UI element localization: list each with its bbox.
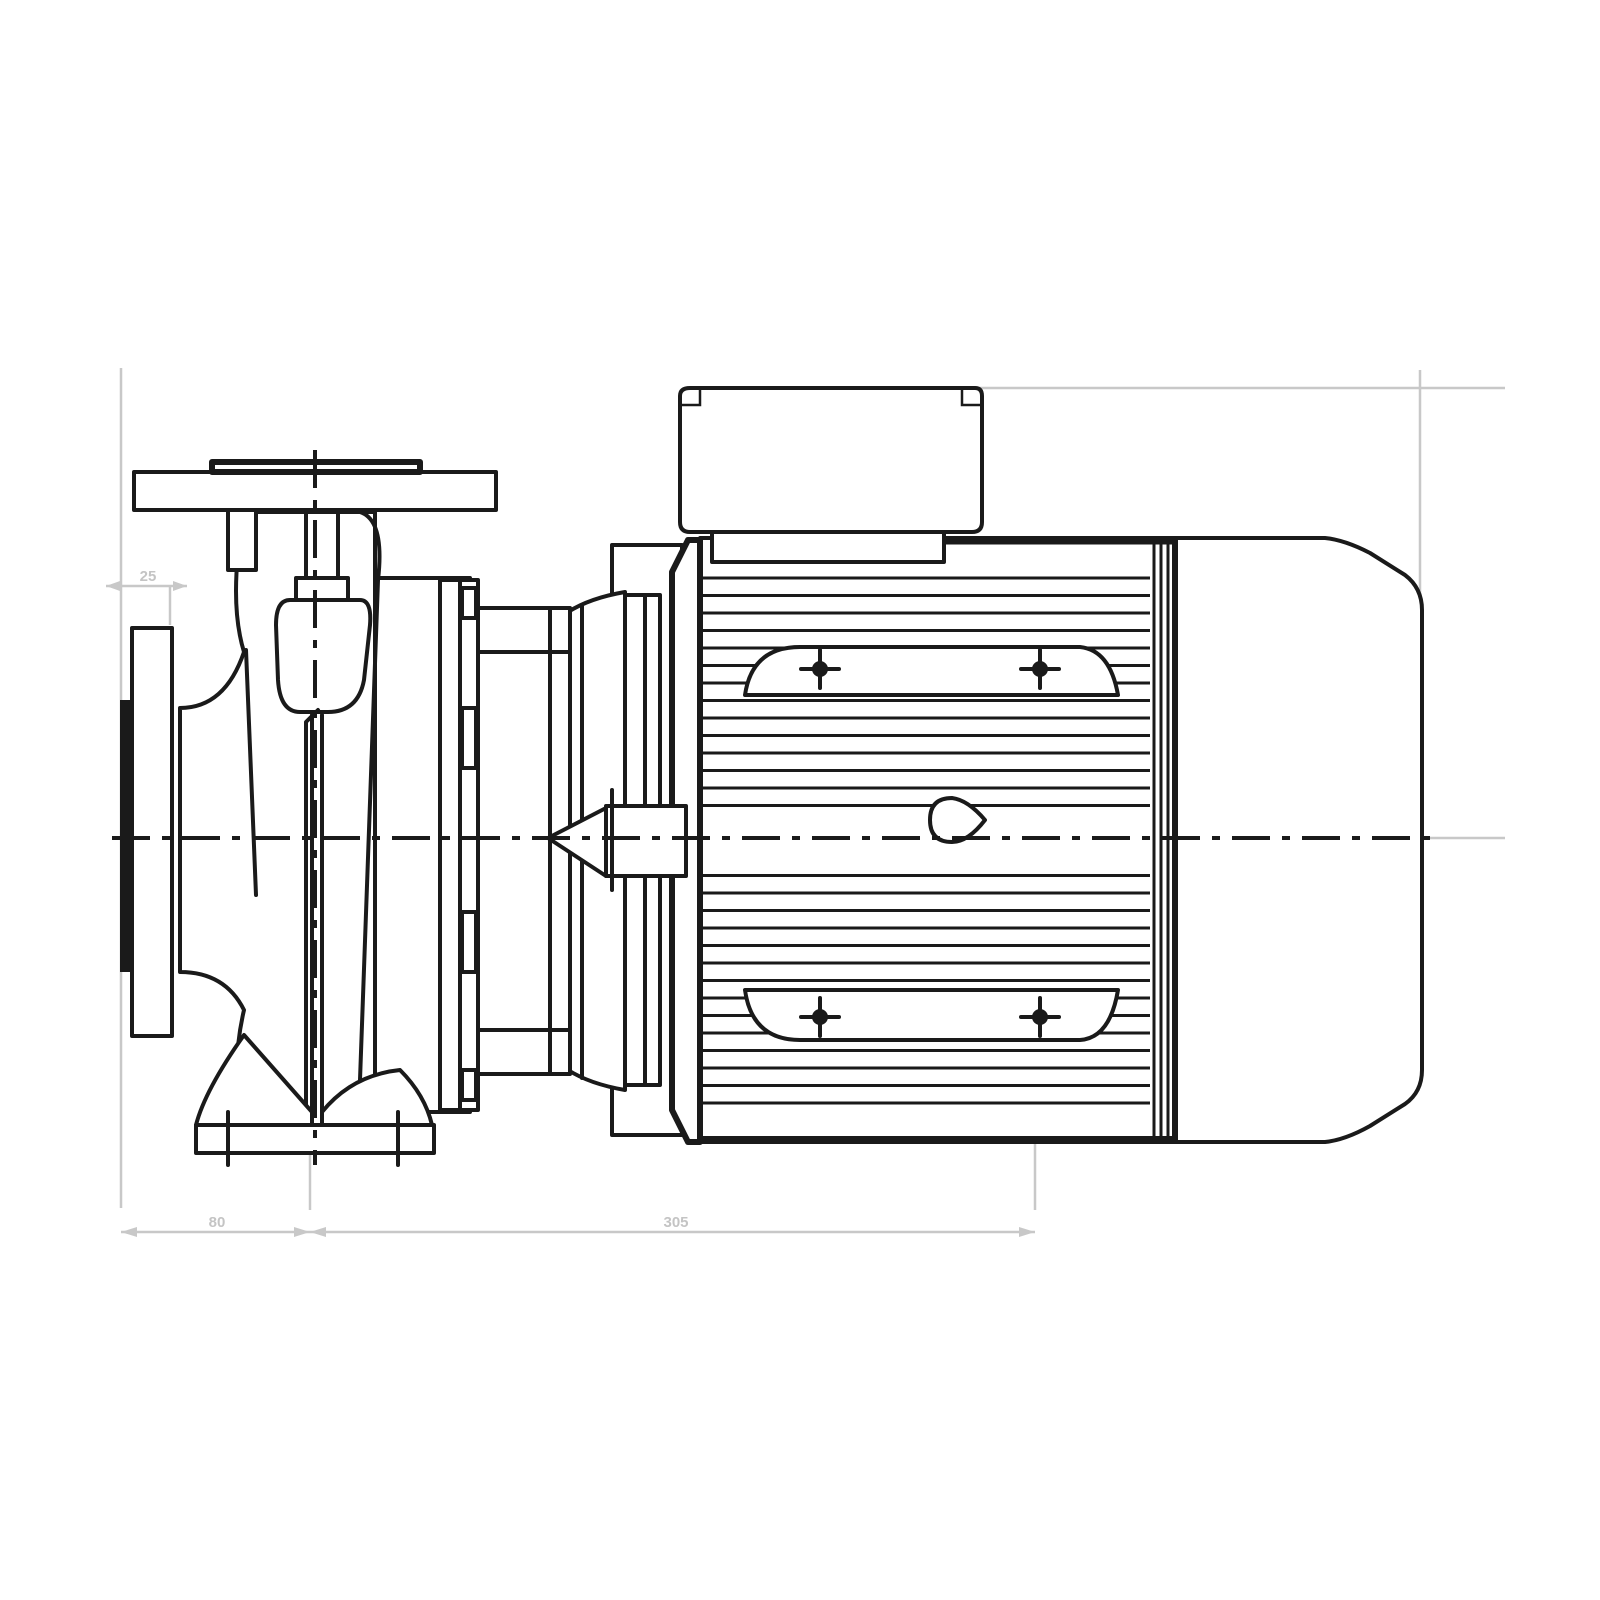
- suction-flange: [120, 626, 174, 1038]
- impeller: [274, 510, 373, 1127]
- bolt-icon: [1019, 648, 1061, 690]
- cooling-ribs: [675, 576, 1150, 1105]
- centre-lines: [112, 450, 1440, 1165]
- lower-mounting-slot: [743, 988, 1120, 1042]
- dimension-flange-thickness: 25: [140, 568, 157, 585]
- bolt-icon: [1019, 996, 1061, 1038]
- pump-foot: [194, 1033, 436, 1167]
- bolt-icon: [799, 996, 841, 1038]
- bolt-icon: [799, 648, 841, 690]
- upper-mounting-slot: [743, 645, 1120, 697]
- lifting-eye-icon: [928, 796, 987, 844]
- shaft-end: [546, 788, 688, 892]
- dimension-shaft-length: 305: [663, 1214, 688, 1231]
- dimension-suction-offset: 80: [209, 1214, 226, 1231]
- fan-cover: [1173, 536, 1424, 1144]
- terminal-box: [678, 386, 984, 564]
